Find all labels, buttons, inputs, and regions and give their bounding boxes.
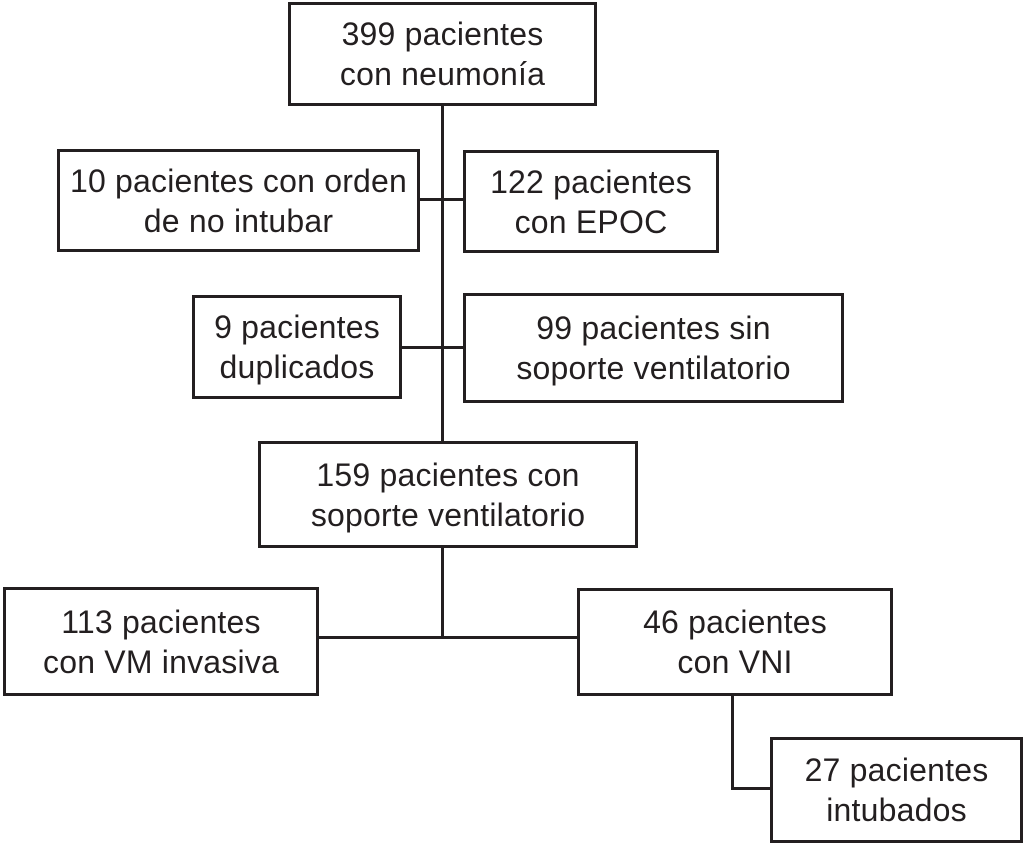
flow-box-soporte-ventilatorio: 159 pacientes con soporte ventilatorio [258, 441, 638, 548]
flow-box-duplicados: 9 pacientes duplicados [192, 295, 402, 399]
flow-box-intubados: 27 pacientes intubados [770, 737, 1023, 843]
connector-row3-horizontal [400, 346, 463, 349]
connector-mid-vertical [441, 547, 444, 639]
flow-box-orden-no-intubar: 10 pacientes con orden de no intubar [57, 149, 420, 252]
connector-row2-horizontal [418, 198, 463, 201]
connector-intubados-horizontal [731, 787, 773, 790]
connector-vni-vertical [731, 695, 734, 790]
flow-box-neumonia: 399 pacientes con neumonía [288, 2, 597, 106]
flow-box-sin-soporte: 99 pacientes sin soporte ventilatorio [463, 293, 844, 403]
connector-main-vertical [441, 105, 444, 442]
flow-box-vm-invasiva: 113 pacientes con VM invasiva [3, 587, 319, 696]
flow-box-vni: 46 pacientes con VNI [577, 588, 893, 696]
flow-box-epoc: 122 pacientes con EPOC [463, 150, 719, 253]
connector-row5-horizontal [318, 636, 577, 639]
